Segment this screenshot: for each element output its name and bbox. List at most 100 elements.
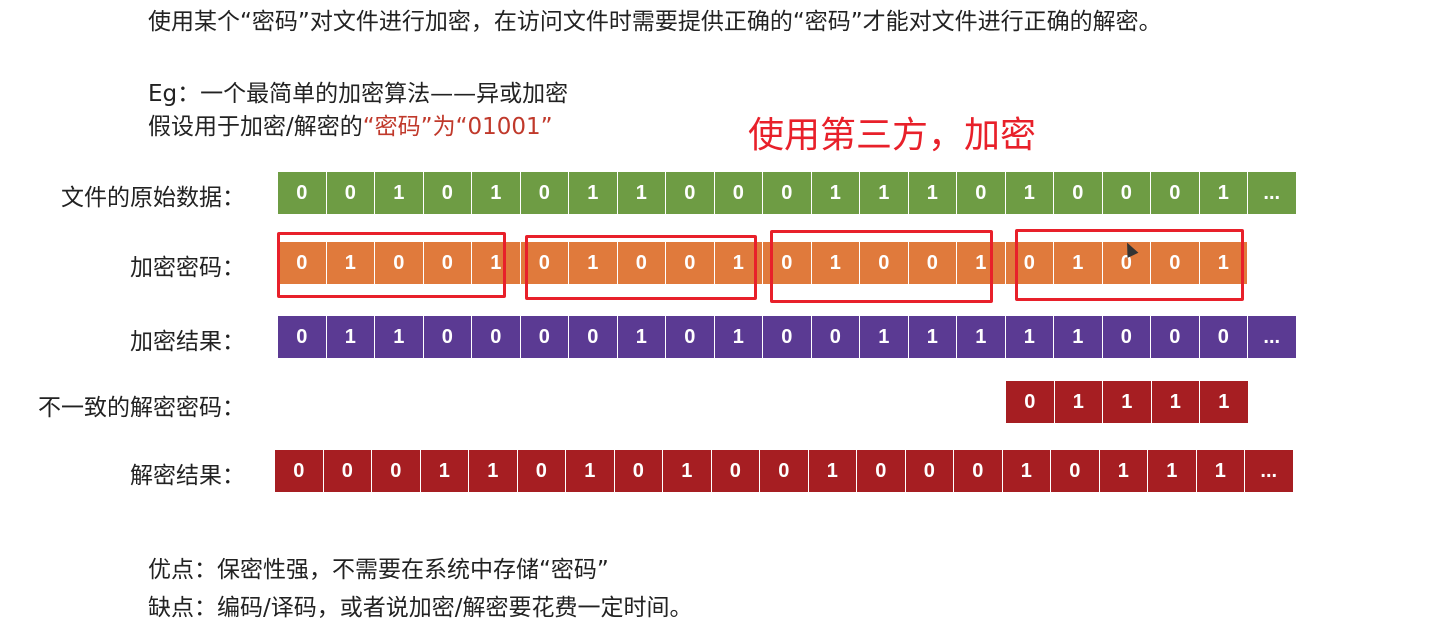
bit-cell: 1 <box>1002 450 1050 492</box>
bit-cell: 0 <box>763 316 811 358</box>
bit-cell: 1 <box>1196 450 1244 492</box>
bit-cell: 1 <box>811 242 859 284</box>
bit-cell: 1 <box>326 242 374 284</box>
bit-cell: ... <box>1248 172 1296 214</box>
bit-cell: 0 <box>908 242 956 284</box>
bit-cell: 1 <box>1148 450 1196 492</box>
example-title: Eg：一个最简单的加密算法——异或加密 <box>148 81 569 107</box>
bit-cell: 0 <box>666 316 714 358</box>
bit-cell: 1 <box>1151 381 1199 423</box>
bit-cell: 1 <box>566 450 614 492</box>
bit-cell: 0 <box>1102 172 1150 214</box>
bit-cell: 0 <box>905 450 953 492</box>
bit-cell: 1 <box>860 316 908 358</box>
bit-cell: 0 <box>1102 316 1150 358</box>
row-label-wrong-key: 不一致的解密密码： <box>38 395 245 421</box>
bit-cell: 0 <box>1051 450 1099 492</box>
bit-cell: 1 <box>808 450 856 492</box>
bit-cell: 0 <box>666 172 714 214</box>
cons-text: 缺点：编码/译码，或者说加密/解密要花费一定时间。 <box>148 595 693 621</box>
bit-cell: 1 <box>908 172 956 214</box>
bit-cell: 1 <box>1054 316 1102 358</box>
bit-cell: 0 <box>517 450 565 492</box>
intro-text: 使用某个“密码”对文件进行加密，在访问文件时需要提供正确的“密码”才能对文件进行… <box>148 9 1162 35</box>
bit-cell: 0 <box>711 450 759 492</box>
bit-cell: 1 <box>569 172 617 214</box>
bit-cell: 1 <box>957 242 1005 284</box>
highlight-box <box>525 235 757 300</box>
bit-cell: 0 <box>372 450 420 492</box>
bit-cell: 0 <box>569 316 617 358</box>
bit-cell: 1 <box>1054 242 1102 284</box>
bit-cell: 0 <box>278 316 326 358</box>
bit-cell: ... <box>1248 316 1296 358</box>
bit-cell: 1 <box>617 316 665 358</box>
bit-cell: 0 <box>1054 172 1102 214</box>
bit-cell: 0 <box>423 316 471 358</box>
bit-cell: 1 <box>472 242 520 284</box>
bit-cell: 1 <box>811 172 859 214</box>
bit-cell: 1 <box>714 316 762 358</box>
bit-cell: 1 <box>1199 172 1247 214</box>
bit-cell: 1 <box>472 172 520 214</box>
bit-cell: 0 <box>375 242 423 284</box>
bit-cell: 0 <box>614 450 662 492</box>
bit-cell: 0 <box>760 450 808 492</box>
row-label-decrypted: 解密结果： <box>130 463 245 489</box>
row-label-key: 加密密码： <box>130 255 245 281</box>
example-line: 假设用于加密/解密的“密码”为“01001” <box>148 107 553 141</box>
bit-cell: ... <box>1245 450 1293 492</box>
annotation-text: 使用第三方，加密 <box>748 115 1037 156</box>
bit-cell: 1 <box>1005 172 1053 214</box>
pros-text: 优点：保密性强，不需要在系统中存储“密码” <box>148 557 609 583</box>
bit-cell: 0 <box>278 242 326 284</box>
row-label-encrypted: 加密结果： <box>130 329 245 355</box>
bit-cell: 1 <box>1200 381 1248 423</box>
bit-cell: 1 <box>420 450 468 492</box>
bit-cell: 1 <box>375 316 423 358</box>
bit-cell: 0 <box>520 172 568 214</box>
bit-cell: 0 <box>860 242 908 284</box>
bit-cell: 0 <box>714 172 762 214</box>
bit-cell: 1 <box>569 242 617 284</box>
bit-cell: 0 <box>1199 316 1247 358</box>
bit-cell: 0 <box>278 172 326 214</box>
bit-cell: 1 <box>326 316 374 358</box>
bit-cell: 0 <box>323 450 371 492</box>
highlight-box <box>770 230 993 303</box>
bit-cell: 0 <box>763 172 811 214</box>
bit-cell: 0 <box>472 316 520 358</box>
bit-cell: 0 <box>1151 316 1199 358</box>
bit-cell: 0 <box>811 316 859 358</box>
bit-cell: 1 <box>1005 316 1053 358</box>
bit-cell: 0 <box>617 242 665 284</box>
bit-cell: 0 <box>423 172 471 214</box>
bit-cell: 1 <box>617 172 665 214</box>
bit-cell: 1 <box>469 450 517 492</box>
bit-cell: 0 <box>857 450 905 492</box>
bit-cell: 0 <box>520 242 568 284</box>
bit-cell: 1 <box>663 450 711 492</box>
bit-cell: 1 <box>1199 242 1247 284</box>
bit-cell: 1 <box>860 172 908 214</box>
highlight-box <box>1015 229 1244 301</box>
bit-cell: 0 <box>1006 381 1054 423</box>
bit-cell: 0 <box>326 172 374 214</box>
bit-cell: 0 <box>1151 242 1199 284</box>
bit-cell: 1 <box>375 172 423 214</box>
bit-cell: 0 <box>275 450 323 492</box>
bit-cell: 0 <box>520 316 568 358</box>
highlight-box <box>277 232 506 298</box>
bit-cell: 1 <box>1054 381 1102 423</box>
bit-cell: 1 <box>1099 450 1147 492</box>
bit-cell: 0 <box>666 242 714 284</box>
bit-cell: 0 <box>957 172 1005 214</box>
bit-cell: 1 <box>957 316 1005 358</box>
example-prefix: 假设用于加密/解密的 <box>148 114 363 140</box>
bit-cell: 0 <box>1005 242 1053 284</box>
bit-cell: 0 <box>423 242 471 284</box>
